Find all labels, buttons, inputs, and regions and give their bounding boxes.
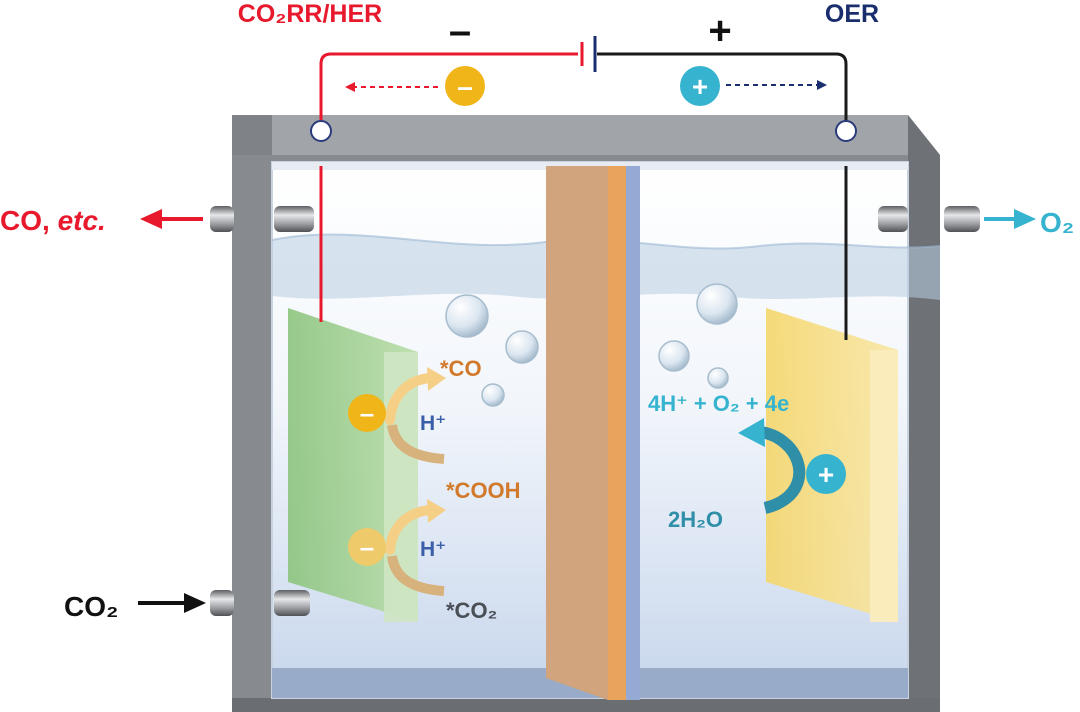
anode-reaction-arrow bbox=[738, 418, 806, 514]
cathode-reaction-label: CO₂RR/HER bbox=[238, 0, 382, 28]
hole-badge-anode-sign: + bbox=[818, 459, 834, 490]
o2-out-arrow bbox=[984, 209, 1036, 229]
inlet-pipe-co2 bbox=[210, 590, 310, 616]
adsorbed-cooh-label: *COOH bbox=[446, 478, 521, 503]
proton-label-2: H⁺ bbox=[420, 538, 446, 561]
membrane bbox=[546, 166, 640, 700]
hole-badge-top: + bbox=[680, 66, 720, 106]
outlet-pipe-o2 bbox=[878, 206, 980, 232]
hole-badge-top-sign: + bbox=[692, 71, 708, 102]
adsorbed-co2-label: *CO₂ bbox=[446, 598, 497, 623]
anode-products-label: 4H⁺ + O₂ + 4e bbox=[648, 391, 789, 416]
electron-badge-2-sign: – bbox=[360, 532, 374, 562]
electron-badge-2: – bbox=[348, 528, 386, 566]
proton-label-1: H⁺ bbox=[420, 412, 446, 435]
electron-badge-top: – bbox=[445, 66, 485, 106]
gas-bubbles bbox=[445, 283, 738, 407]
product-out-label: CO, etc. bbox=[0, 205, 106, 236]
product-out-arrow bbox=[140, 209, 203, 229]
external-circuit bbox=[310, 52, 857, 340]
o2-out-label: O₂ bbox=[1040, 207, 1074, 238]
outlet-pipe-product bbox=[210, 206, 314, 232]
electron-badge-top-sign: – bbox=[457, 71, 473, 102]
electron-badge-1-sign: – bbox=[360, 398, 374, 428]
anode-reaction-label: OER bbox=[825, 0, 879, 28]
negative-terminal-label: – bbox=[449, 9, 471, 53]
electron-badge-1: – bbox=[348, 394, 386, 432]
co2-in-arrow bbox=[138, 593, 206, 613]
battery-icon bbox=[580, 36, 597, 72]
positive-terminal-label: + bbox=[708, 9, 731, 53]
adsorbed-co-label: *CO bbox=[440, 356, 482, 381]
co2-in-label: CO₂ bbox=[64, 591, 118, 622]
cathode-reaction-arrows bbox=[385, 367, 446, 596]
water-label: 2H₂O bbox=[668, 507, 723, 532]
hole-badge-anode: + bbox=[806, 454, 846, 494]
